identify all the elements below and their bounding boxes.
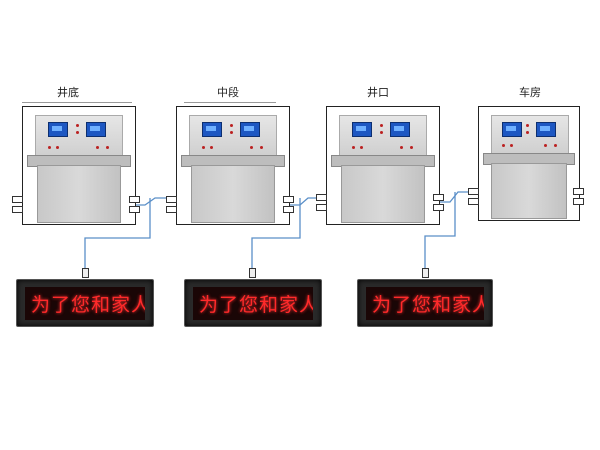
console-cabinet [491, 163, 567, 219]
console-frame-chefang [478, 106, 580, 221]
console-frame-jingkou [326, 106, 440, 225]
port-left [316, 204, 327, 211]
led-display-1: 为了您和家人 [16, 279, 154, 327]
port-left [12, 206, 23, 213]
port-left [316, 194, 327, 201]
console-frame-zhongduan [176, 106, 290, 225]
station-label-jingdi: 井底 [57, 86, 79, 99]
led-display-text: 为了您和家人 [366, 287, 484, 320]
port-left [12, 196, 23, 203]
wire-2-3 [290, 197, 320, 206]
indicator-light [380, 124, 383, 127]
port-right [433, 204, 444, 211]
indicator-light [76, 131, 79, 134]
port-right [129, 206, 140, 213]
port-right [129, 196, 140, 203]
station-label-chefang: 车房 [519, 86, 541, 99]
label-underline [184, 102, 276, 103]
control-panel [491, 115, 569, 155]
indicator-light [96, 146, 99, 149]
port-left [468, 198, 479, 205]
indicator-light [230, 131, 233, 134]
console-cabinet [191, 165, 275, 223]
wire-1-2 [136, 197, 170, 206]
indicator-light [380, 131, 383, 134]
control-panel [35, 115, 123, 157]
indicator-light [210, 146, 213, 149]
indicator-light [260, 146, 263, 149]
port-left [166, 206, 177, 213]
display-plug [249, 268, 256, 278]
indicator-light [526, 131, 529, 134]
indicator-light [230, 124, 233, 127]
indicator-light [510, 144, 513, 147]
indicator-light [76, 124, 79, 127]
indicator-light [526, 124, 529, 127]
led-display-2: 为了您和家人 [184, 279, 322, 327]
monitor-screen [202, 122, 222, 137]
indicator-light [250, 146, 253, 149]
indicator-light [502, 144, 505, 147]
display-plug [422, 268, 429, 278]
led-display-text: 为了您和家人 [25, 287, 145, 320]
indicator-light [202, 146, 205, 149]
control-panel [189, 115, 277, 157]
indicator-light [410, 146, 413, 149]
wire-display-1 [84, 198, 151, 270]
port-right [573, 188, 584, 195]
monitor-screen [48, 122, 68, 137]
indicator-light [56, 146, 59, 149]
console-cabinet [341, 165, 425, 223]
port-right [283, 196, 294, 203]
indicator-light [360, 146, 363, 149]
monitor-screen [240, 122, 260, 137]
monitor-screen [536, 122, 556, 137]
port-right [573, 198, 584, 205]
wire-3-4 [440, 191, 472, 203]
led-display-text: 为了您和家人 [193, 287, 313, 320]
indicator-light [554, 144, 557, 147]
led-display-3: 为了您和家人 [357, 279, 493, 327]
wire-display-3 [424, 192, 456, 270]
port-left [166, 196, 177, 203]
wire-display-2 [251, 198, 301, 270]
indicator-light [352, 146, 355, 149]
indicator-light [48, 146, 51, 149]
indicator-light [400, 146, 403, 149]
station-label-jingkou: 井口 [367, 86, 389, 99]
monitor-screen [390, 122, 410, 137]
port-left [468, 188, 479, 195]
monitor-screen [352, 122, 372, 137]
control-panel [339, 115, 427, 157]
display-plug [82, 268, 89, 278]
label-underline [22, 102, 132, 103]
station-label-zhongduan: 中段 [217, 86, 239, 99]
monitor-screen [86, 122, 106, 137]
console-frame-jingdi [22, 106, 136, 225]
port-right [283, 206, 294, 213]
port-right [433, 194, 444, 201]
console-cabinet [37, 165, 121, 223]
indicator-light [544, 144, 547, 147]
monitor-screen [502, 122, 522, 137]
indicator-light [106, 146, 109, 149]
